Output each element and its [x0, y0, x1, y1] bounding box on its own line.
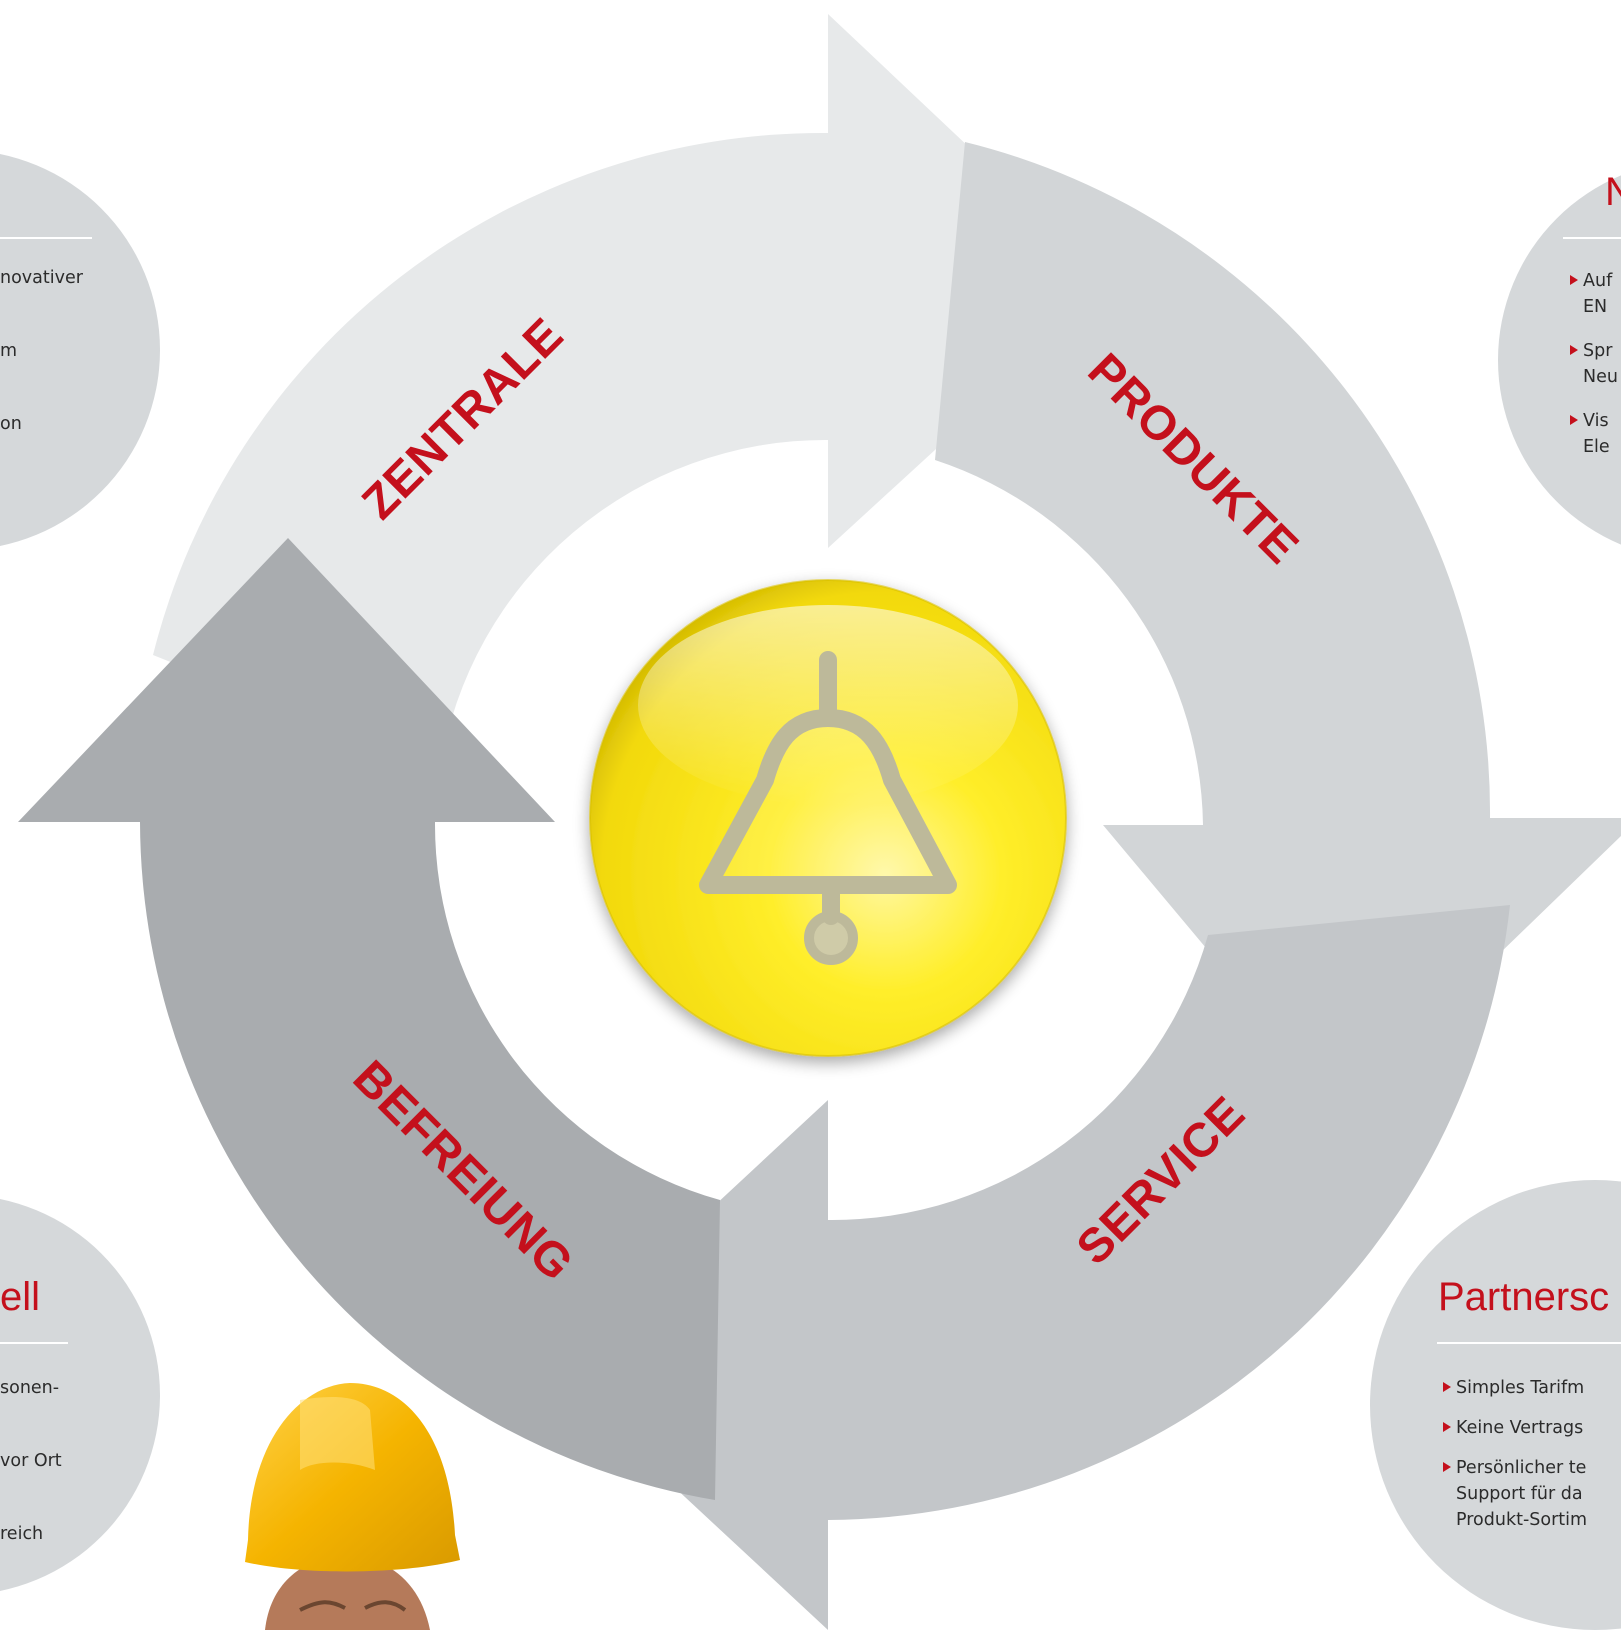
worker-photo: [245, 1383, 460, 1630]
info-top-right-bullet-2b: Neu: [1583, 367, 1618, 387]
info-top-right-bullet-2a: Spr: [1583, 341, 1613, 361]
info-bottom-right-bullet-1: Simples Tarifm: [1456, 1378, 1584, 1398]
info-top-left-line-3: on: [0, 414, 22, 434]
cycle-arrow-service: [543, 905, 1510, 1630]
bullet-icon: [1443, 1382, 1451, 1392]
info-top-right-bullet-3b: Ele: [1583, 437, 1610, 457]
bullet-icon: [1570, 415, 1578, 425]
bell-icon: [699, 651, 957, 965]
info-bottom-left-title: ell: [0, 1275, 40, 1319]
cycle-arrow-zentrale: [153, 14, 1115, 770]
info-top-left-line-2: m: [0, 341, 17, 361]
info-bottom-right-bullet-3a: Persönlicher te: [1456, 1458, 1586, 1478]
info-bottom-right-bullet-2: Keine Vertrags: [1456, 1418, 1583, 1438]
cycle-arrow-befreiung: [18, 538, 720, 1500]
bullet-icon: [1443, 1462, 1451, 1472]
bullet-icon: [1570, 345, 1578, 355]
info-bottom-left-line-2: vor Ort: [0, 1451, 62, 1471]
bullet-icon: [1443, 1422, 1451, 1432]
bullet-icon: [1570, 275, 1578, 285]
info-circle-bottom-right: Partnersc Simples Tarifm Keine Vertrags …: [1370, 1180, 1621, 1630]
info-top-left-line-1: novativer: [0, 268, 84, 288]
info-bottom-right-title: Partnersc: [1438, 1275, 1609, 1319]
info-circle-top-right: N Auf EN Spr Neu Vis Ele: [1498, 170, 1621, 545]
hard-hat-icon: [245, 1383, 460, 1572]
cycle-arrow-produkte: [935, 142, 1621, 1108]
info-top-right-title: N: [1605, 170, 1621, 214]
info-bottom-left-line-3: reich: [0, 1524, 43, 1544]
info-top-right-bullet-3a: Vis: [1583, 411, 1609, 431]
info-circle-top-left: novativer m on: [0, 154, 160, 546]
info-circle-bottom-left: ell sonen- vor Ort reich: [0, 1199, 160, 1591]
info-bottom-right-bullet-3c: Produkt-Sortim: [1456, 1510, 1587, 1530]
info-bottom-left-line-1: sonen-: [0, 1378, 59, 1398]
info-top-right-bullet-1a: Auf: [1583, 271, 1613, 291]
info-bottom-right-bullet-3b: Support für da: [1456, 1484, 1583, 1504]
info-top-right-bullet-1b: EN: [1583, 297, 1607, 317]
